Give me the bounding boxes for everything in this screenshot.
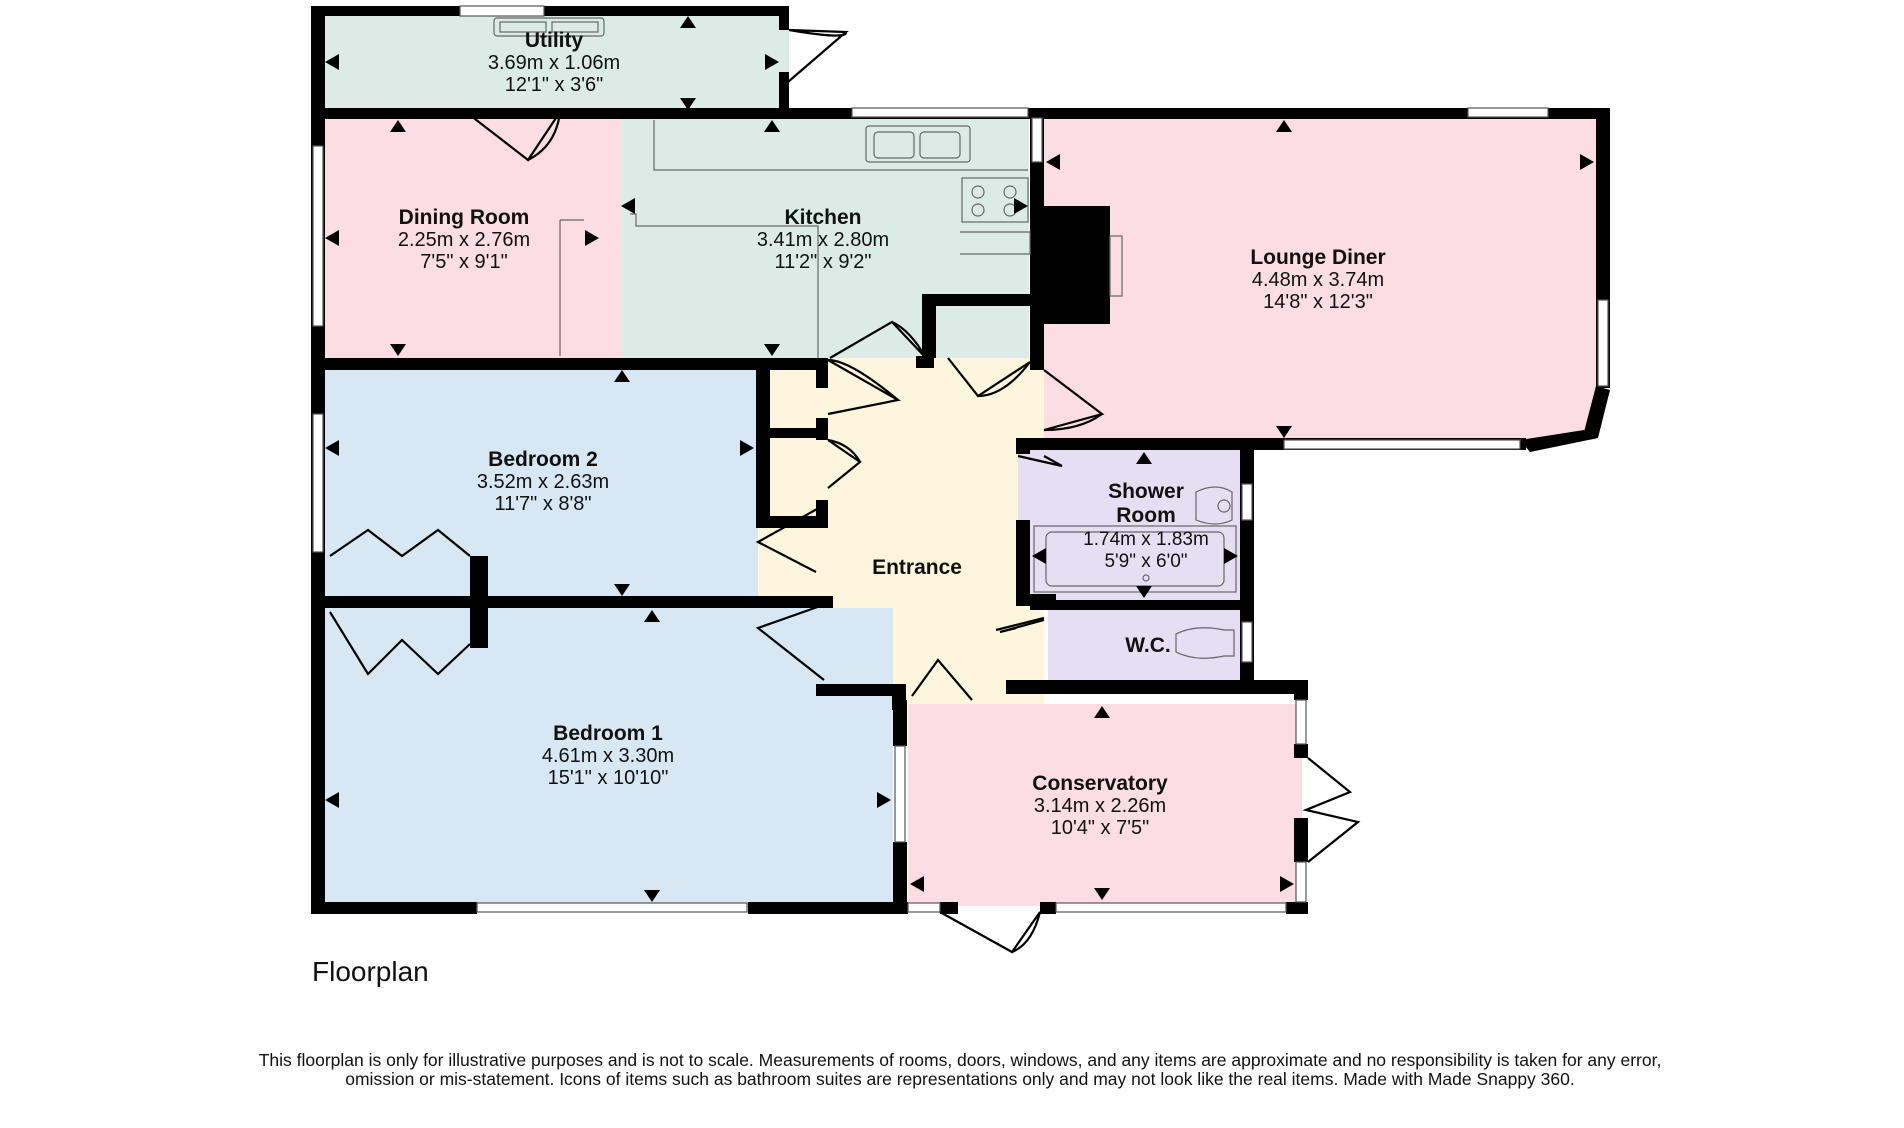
room-name-line2: Room [1116,504,1176,527]
room-metric: 3.69m x 1.06m [488,52,620,74]
bedroom-2-fill [325,368,817,600]
room-name: Entrance [872,556,962,579]
room-name: Utility [525,29,584,52]
room-imperial: 12'1" x 3'6" [505,74,604,96]
room-imperial: 15'1" x 10'10" [548,767,669,789]
utility-fill [325,14,789,110]
room-lounge-diner: Lounge Diner 4.48m x 3.74m 14'8" x 12'3" [1250,246,1385,313]
windows [312,5,1609,913]
room-name: Bedroom 2 [488,448,598,471]
room-imperial: 5'9" x 6'0" [1104,551,1187,572]
room-imperial: 10'4" x 7'5" [1051,817,1150,839]
room-bedroom-2: Bedroom 2 3.52m x 2.63m 11'7" x 8'8" [477,448,609,515]
room-name: Lounge Diner [1250,246,1385,269]
room-name: Conservatory [1032,772,1168,795]
room-name: Dining Room [399,206,530,229]
room-imperial: 7'5" x 9'1" [420,251,507,273]
kitchen-fill [621,118,1029,358]
room-utility: Utility 3.69m x 1.06m 12'1" x 3'6" [488,29,620,96]
room-bedroom-1: Bedroom 1 4.61m x 3.30m 15'1" x 10'10" [542,722,674,789]
room-metric: 3.14m x 2.26m [1034,795,1166,817]
room-imperial: 11'2" x 9'2" [774,251,871,273]
room-imperial: 14'8" x 12'3" [1263,291,1373,313]
doors [329,28,1361,954]
room-metric: 1.74m x 1.83m [1083,529,1209,550]
room-name: W.C. [1125,634,1171,657]
room-shower-room: Shower Room 1.74m x 1.83m 5'9" x 6'0" [1083,480,1209,572]
room-metric: 4.61m x 3.30m [542,745,674,767]
room-dining-room: Dining Room 2.25m x 2.76m 7'5" x 9'1" [398,206,530,273]
lounge-diner-fill [1044,118,1596,440]
room-entrance: Entrance [872,556,962,579]
room-name: Kitchen [784,206,861,229]
entrance-cupboards-fill [770,368,828,516]
room-kitchen: Kitchen 3.41m x 2.80m 11'2" x 9'2" [757,206,889,273]
wc-fill [1048,610,1252,680]
room-metric: 2.25m x 2.76m [398,229,530,251]
plan-title: Floorplan [312,956,429,987]
room-name: Bedroom 1 [553,722,663,745]
room-metric: 4.48m x 3.74m [1252,269,1384,291]
room-name-line1: Shower [1108,480,1184,503]
dining-room-fill [325,118,621,358]
room-imperial: 11'7" x 8'8" [494,493,591,515]
conservatory-fill [908,704,1302,906]
measurement-arrows [325,16,1594,902]
room-wc: W.C. [1125,634,1171,657]
disclaimer-text: This floorplan is only for illustrative … [258,1050,1662,1089]
room-metric: 3.52m x 2.63m [477,471,609,493]
room-metric: 3.41m x 2.80m [757,229,889,251]
room-conservatory: Conservatory 3.14m x 2.26m 10'4" x 7'5" [1032,772,1168,839]
